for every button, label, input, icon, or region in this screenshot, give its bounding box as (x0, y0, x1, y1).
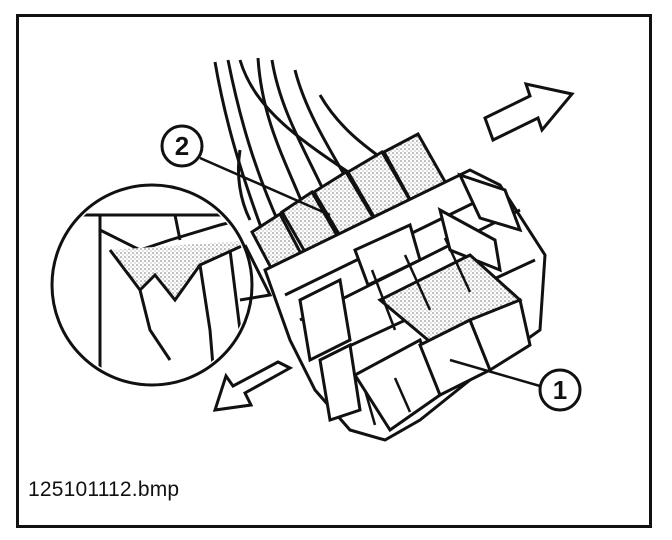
callout-1-number: 1 (553, 375, 567, 405)
arrow-icon (483, 81, 575, 143)
figure-border (16, 14, 652, 528)
image-filename: 125101112.bmp (28, 478, 180, 501)
arrow-icon (212, 360, 294, 412)
connector-housing (263, 168, 547, 442)
detail-magnifier (50, 183, 273, 387)
callout-1: 1 (449, 358, 582, 412)
callout-2-number: 2 (175, 131, 189, 161)
callout-2: 2 (160, 124, 331, 217)
latch-details (363, 237, 472, 426)
